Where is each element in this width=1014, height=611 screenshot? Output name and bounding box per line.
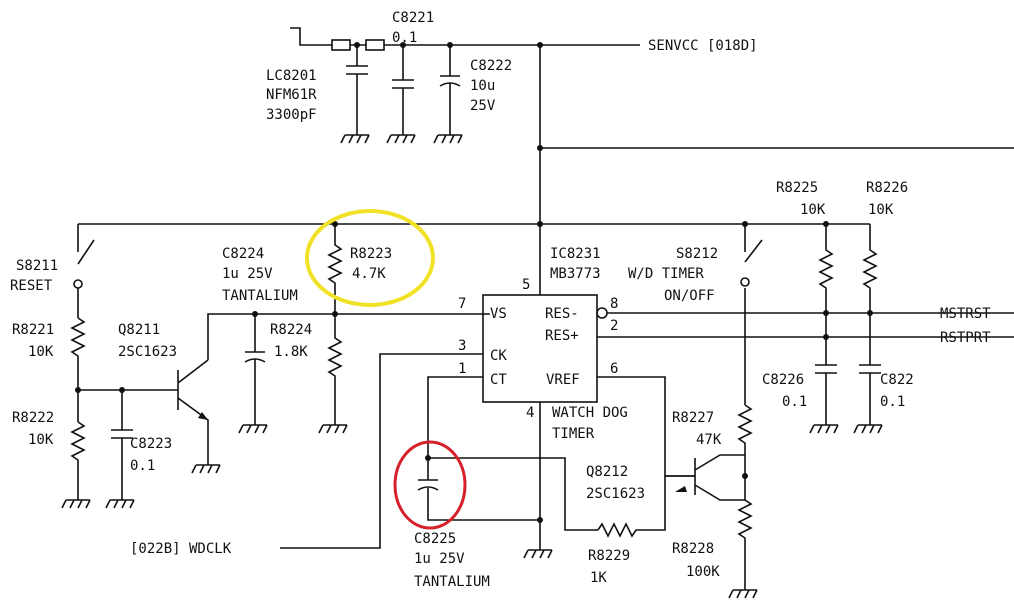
mstrst-label: MSTRST xyxy=(940,306,991,322)
ic-desc-2: TIMER xyxy=(552,426,595,442)
pin-vs: VS xyxy=(490,306,507,322)
s8212-mode: ON/OFF xyxy=(664,288,715,304)
r8223-ref: R8223 xyxy=(350,246,392,262)
c8223-val: 0.1 xyxy=(130,458,155,474)
lc8201-body-1 xyxy=(331,39,351,51)
pin-2: 2 xyxy=(610,318,618,334)
ground-icon xyxy=(318,424,348,434)
pin-ck: CK xyxy=(490,348,507,364)
c8224-ref: C8224 xyxy=(222,246,264,262)
c8227-ref: C822 xyxy=(880,372,914,388)
lc8201-body-2 xyxy=(365,39,385,51)
c8221-ref: C8221 xyxy=(392,10,434,26)
c8224-type: TANTALIUM xyxy=(222,288,298,304)
reset-section xyxy=(61,224,490,509)
c8225-val: 1u 25V xyxy=(414,551,465,567)
q8211-part: 2SC1623 xyxy=(118,344,177,360)
pin-resp: RES+ xyxy=(545,328,579,344)
q8212-part: 2SC1623 xyxy=(586,486,645,502)
pin-3: 3 xyxy=(458,338,466,354)
r8229-ref: R8229 xyxy=(588,548,630,564)
wdclk-label: [022B] WDCLK xyxy=(130,541,232,557)
pin-7: 7 xyxy=(458,296,466,312)
right-section xyxy=(728,224,883,599)
r8222-ref: R8222 xyxy=(12,410,54,426)
yellow-highlight-circle xyxy=(305,209,435,307)
ic-ref: IC8231 xyxy=(550,246,601,262)
q8212 xyxy=(665,454,745,501)
ground-icon xyxy=(61,499,91,509)
ground-icon xyxy=(340,134,370,144)
ground-icon xyxy=(728,589,758,599)
ic-desc-1: WATCH DOG xyxy=(552,405,628,421)
r8225-ref: R8225 xyxy=(776,180,818,196)
lc8201-ref: LC8201 xyxy=(266,68,317,84)
q8212-ref: Q8212 xyxy=(586,464,628,480)
s8211-name: RESET xyxy=(10,278,53,294)
r8228-ref: R8228 xyxy=(672,541,714,557)
r8227-val: 47K xyxy=(696,432,722,448)
s8212-name: W/D TIMER xyxy=(628,266,704,282)
rstprt-label: RSTPRT xyxy=(940,330,991,346)
r8229-val: 1K xyxy=(590,570,607,586)
c8223-ref: C8223 xyxy=(130,436,172,452)
r8221-val: 10K xyxy=(28,344,54,360)
c8225-ref: C8225 xyxy=(414,531,456,547)
r8223-val: 4.7K xyxy=(352,266,386,282)
c8221-val: 0.1 xyxy=(392,30,417,46)
ic-part: MB3773 xyxy=(550,266,601,282)
c8225-type: TANTALIUM xyxy=(414,574,490,590)
pin-resm: RES- xyxy=(545,306,579,322)
c8227-val: 0.1 xyxy=(880,394,905,410)
senvcc-label: SENVCC [018D] xyxy=(648,38,758,54)
s8211-ref: S8211 xyxy=(16,258,58,274)
red-highlight-circle xyxy=(393,440,467,530)
c8226-val: 0.1 xyxy=(782,394,807,410)
ground-icon xyxy=(809,424,839,434)
r8226-val: 10K xyxy=(868,202,894,218)
ground-icon xyxy=(105,499,135,509)
pin-8: 8 xyxy=(610,296,618,312)
pin-4: 4 xyxy=(526,405,534,421)
r8221-ref: R8221 xyxy=(12,322,54,338)
ground-icon xyxy=(523,549,553,559)
r8224-val: 1.8K xyxy=(274,344,308,360)
c8226-ref: C8226 xyxy=(762,372,804,388)
r8226-ref: R8226 xyxy=(866,180,908,196)
lc8201-part: NFM61R xyxy=(266,87,317,103)
ground-icon xyxy=(191,464,221,474)
pin-6: 6 xyxy=(610,361,618,377)
c8222-volt: 25V xyxy=(470,98,496,114)
r8222-val: 10K xyxy=(28,432,54,448)
lc8201-val: 3300pF xyxy=(266,107,317,123)
r8224-ref: R8224 xyxy=(270,322,312,338)
ic8231 xyxy=(280,294,1014,559)
r8227-ref: R8227 xyxy=(672,410,714,426)
top-supply xyxy=(290,27,640,144)
s8212-ref: S8212 xyxy=(676,246,718,262)
pin-vref: VREF xyxy=(546,372,580,388)
q8211-ref: Q8211 xyxy=(118,322,160,338)
pin-ct: CT xyxy=(490,372,507,388)
c8222-ref: C8222 xyxy=(470,58,512,74)
pin-1: 1 xyxy=(458,361,466,377)
ground-icon xyxy=(238,424,268,434)
c8222-val: 10u xyxy=(470,78,495,94)
r8225-val: 10K xyxy=(800,202,826,218)
c8224-val: 1u 25V xyxy=(222,266,273,282)
ground-icon xyxy=(433,134,463,144)
pin-5: 5 xyxy=(522,277,530,293)
c8225 xyxy=(417,457,666,538)
ground-icon xyxy=(386,134,416,144)
r8228-val: 100K xyxy=(686,564,720,580)
ground-icon xyxy=(853,424,883,434)
